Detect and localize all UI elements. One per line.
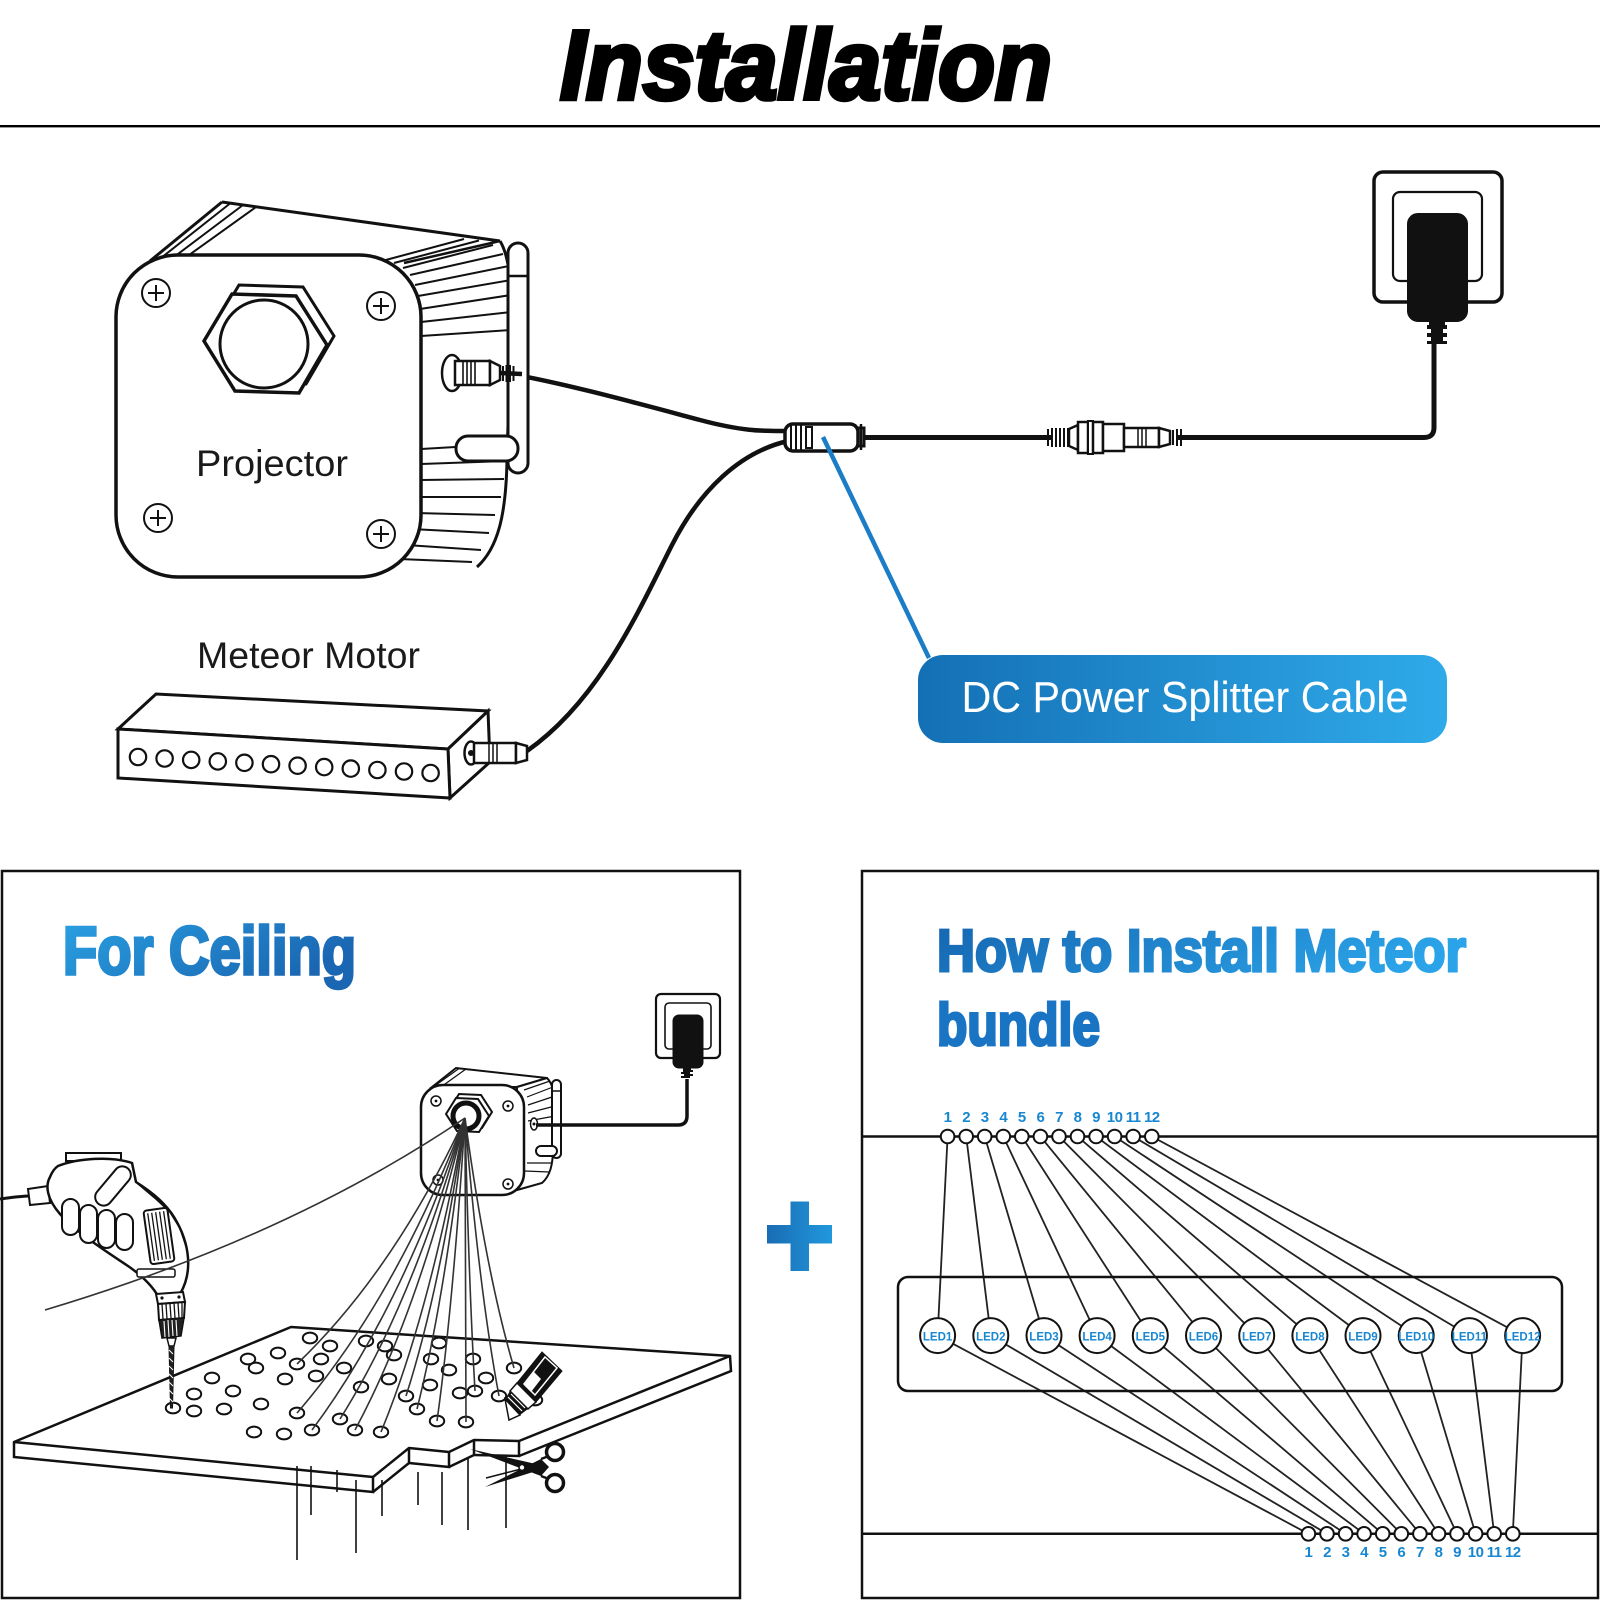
svg-text:Meteor Motor: Meteor Motor xyxy=(197,634,420,676)
svg-text:3: 3 xyxy=(981,1109,989,1126)
svg-text:9: 9 xyxy=(1092,1109,1100,1126)
svg-text:DC Power Splitter Cable: DC Power Splitter Cable xyxy=(962,673,1409,722)
svg-text:LED8: LED8 xyxy=(1295,1332,1325,1344)
svg-text:For Ceiling: For Ceiling xyxy=(63,913,356,989)
svg-text:LED1: LED1 xyxy=(923,1332,953,1344)
svg-text:4: 4 xyxy=(1360,1544,1369,1561)
svg-text:6: 6 xyxy=(1397,1544,1405,1561)
svg-text:7: 7 xyxy=(1416,1544,1424,1561)
svg-text:4: 4 xyxy=(999,1109,1008,1126)
svg-text:How to Install Meteor: How to Install Meteor xyxy=(937,918,1466,984)
svg-text:1: 1 xyxy=(1304,1544,1312,1561)
svg-text:LED10: LED10 xyxy=(1398,1332,1434,1344)
svg-text:2: 2 xyxy=(1323,1544,1331,1561)
svg-text:Installation: Installation xyxy=(560,10,1052,120)
svg-text:LED6: LED6 xyxy=(1189,1332,1218,1344)
svg-text:LED4: LED4 xyxy=(1082,1332,1112,1344)
svg-text:10: 10 xyxy=(1107,1109,1123,1126)
svg-text:12: 12 xyxy=(1505,1544,1521,1561)
svg-text:11: 11 xyxy=(1126,1109,1141,1126)
svg-text:LED2: LED2 xyxy=(976,1332,1005,1344)
svg-text:LED11: LED11 xyxy=(1452,1332,1488,1344)
svg-text:LED12: LED12 xyxy=(1505,1332,1541,1344)
svg-text:8: 8 xyxy=(1435,1544,1443,1561)
svg-text:11: 11 xyxy=(1487,1544,1502,1561)
svg-text:1: 1 xyxy=(944,1109,952,1126)
svg-text:LED7: LED7 xyxy=(1242,1332,1271,1344)
svg-text:7: 7 xyxy=(1055,1109,1063,1126)
svg-text:3: 3 xyxy=(1342,1544,1350,1561)
svg-text:LED9: LED9 xyxy=(1348,1332,1377,1344)
svg-text:5: 5 xyxy=(1379,1544,1387,1561)
svg-text:LED3: LED3 xyxy=(1029,1332,1058,1344)
svg-text:LED5: LED5 xyxy=(1136,1332,1166,1344)
svg-text:2: 2 xyxy=(962,1109,970,1126)
svg-text:9: 9 xyxy=(1453,1544,1461,1561)
svg-text:10: 10 xyxy=(1468,1544,1484,1561)
svg-text:6: 6 xyxy=(1036,1109,1044,1126)
svg-text:12: 12 xyxy=(1144,1109,1160,1126)
svg-text:5: 5 xyxy=(1018,1109,1026,1126)
svg-text:8: 8 xyxy=(1074,1109,1082,1126)
svg-text:bundle: bundle xyxy=(937,992,1100,1058)
svg-text:Projector: Projector xyxy=(196,442,348,484)
